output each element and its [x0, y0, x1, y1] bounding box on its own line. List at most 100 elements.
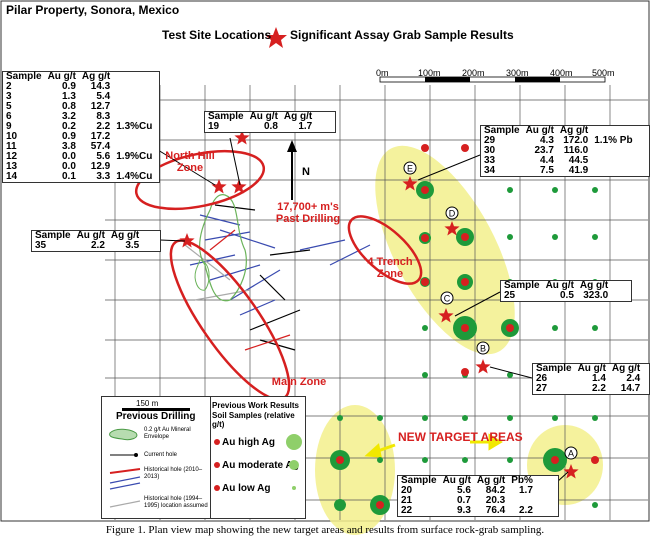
north-label: N [302, 166, 310, 178]
soil-sample-dot [507, 234, 513, 240]
point-label-e: E [407, 164, 413, 174]
table-header-row-cell [113, 72, 155, 82]
subtitle-left: Test Site Locations [162, 28, 272, 42]
soil-sample-dot [462, 415, 468, 421]
soil-sample-dot [592, 234, 598, 240]
drill-trace [194, 289, 251, 301]
table-row-cell: 1.7 [519, 485, 533, 496]
soil-sample-dot-au [421, 234, 429, 242]
table-row-cell: 20.3 [485, 495, 506, 506]
callout-leader [489, 366, 533, 379]
table-header-row-cell: Au g/t [577, 363, 606, 374]
table-row-cell: 172.0 [563, 135, 589, 146]
drill-trace [244, 334, 291, 351]
drill-trace [329, 244, 371, 266]
table-header-row-cell: Ag g/t [110, 230, 140, 241]
soil-sample-dot [422, 457, 428, 463]
table-header-row-cell: Ag g/t [611, 363, 641, 374]
table-row-cell [113, 82, 155, 92]
point-label-b: B [480, 344, 486, 354]
figure-caption: Figure 1. Plan view map showing the new … [105, 524, 545, 536]
table-header-row-cell: Au g/t [525, 125, 554, 136]
table-header-row-cell: Sample [401, 475, 437, 486]
table-row-cell: 0.9 [62, 81, 76, 92]
table-row-cell: 2.4 [626, 373, 641, 384]
table-header-row-cell: Ag g/t [283, 111, 313, 122]
soil-sample-dot-au [461, 324, 469, 332]
table-row-cell: 0.1 [62, 171, 76, 182]
table-row-cell: 1.7 [298, 121, 313, 132]
table-row-cell: 1.4%Cu [116, 171, 153, 182]
table-row-cell: 44.5 [568, 155, 589, 166]
legend-au-high: Au high Ag [222, 437, 275, 448]
table-row-cell [113, 132, 155, 142]
table-row-cell: 5.4 [96, 91, 111, 102]
table-row-cell: 1.9%Cu [116, 151, 153, 162]
table-row-cell: 20 [401, 485, 413, 496]
soil-sample-dot [552, 415, 558, 421]
table-row-cell: 3.8 [62, 141, 76, 152]
drill-trace [269, 249, 311, 256]
table-row-cell [113, 102, 155, 112]
zone-north-hill: North Hill Zone [160, 150, 220, 174]
drill-trace [229, 269, 281, 301]
table-row-cell: 33 [484, 155, 496, 166]
table-row-cell: 12 [6, 151, 18, 162]
table-row-cell: 34 [484, 165, 496, 176]
subtitle-right: Significant Assay Grab Sample Results [290, 28, 514, 42]
zone-north-hill-line1: North Hill [165, 150, 215, 162]
soil-sample-dot [507, 187, 513, 193]
target-arrows [364, 433, 503, 458]
soil-sample-dot [377, 415, 383, 421]
soil-sample-dot [377, 457, 383, 463]
table-header-row-cell: Sample [208, 111, 244, 122]
table-row-cell: 9 [6, 121, 12, 132]
table-row-cell: 14 [6, 171, 18, 182]
legend-drilling-title: Previous Drilling [116, 411, 196, 422]
table-row-cell: 25 [504, 290, 516, 301]
grab-sample-star [234, 130, 250, 145]
soil-sample-dot [592, 502, 598, 508]
soil-sample-dot [337, 415, 343, 421]
callout-leader [417, 154, 481, 181]
table-header-row-cell: Au g/t [47, 71, 76, 82]
drill-trace [299, 239, 346, 251]
grab-sample-star [475, 359, 491, 374]
table-header-row-cell: Ag g/t [559, 125, 589, 136]
table-row-cell: 5 [6, 101, 12, 112]
table-row-cell: 2.2 [91, 240, 105, 251]
legend-historical-2010: Historical hole (2010–2013) [144, 467, 203, 480]
drill-trace [184, 244, 231, 281]
legend-scale-bar [122, 408, 190, 411]
table-header-row-cell: Ag g/t [476, 475, 506, 486]
soil-sample-dot-au [461, 278, 469, 286]
callout-leader [454, 291, 501, 317]
grab-sample-star [438, 308, 454, 323]
soil-sample-dot-au [421, 186, 429, 194]
map-title: Pilar Property, Sonora, Mexico [6, 3, 180, 17]
drill-trace [259, 274, 286, 301]
table-row-cell: 4.3 [540, 135, 554, 146]
grab-sample-star [179, 233, 195, 248]
table-header-row-cell: Sample [6, 71, 42, 82]
table-row-cell: 2.2 [96, 121, 111, 132]
table-row-cell: 13 [6, 161, 18, 172]
